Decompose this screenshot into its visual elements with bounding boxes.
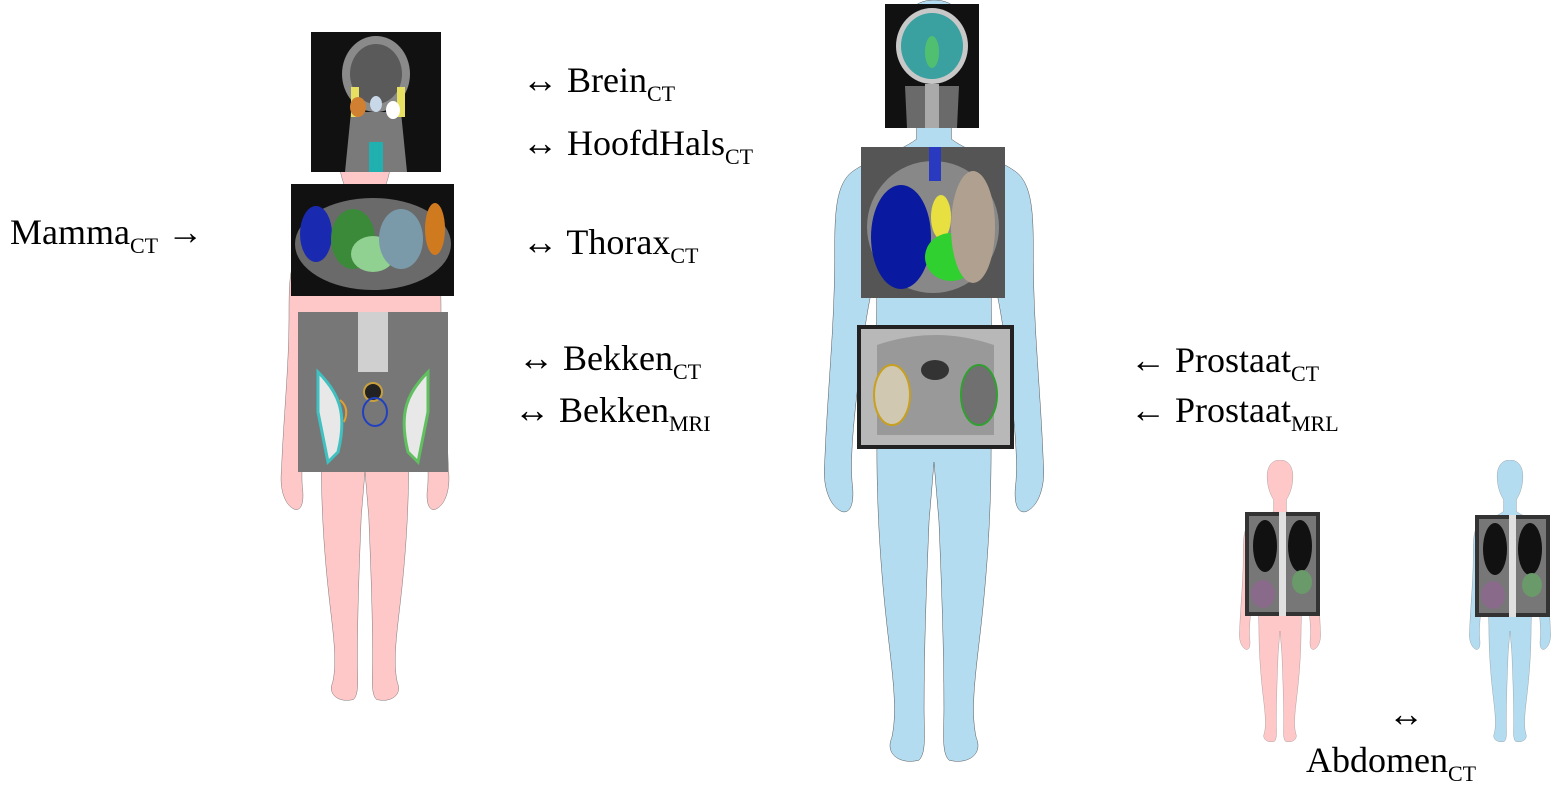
right-arrow-icon: → — [167, 212, 203, 252]
label-text: Abdomen — [1306, 740, 1448, 780]
child-male-abdomen-ct-scan — [1475, 515, 1550, 617]
label-abdomen: AbdomenCT — [1306, 740, 1476, 780]
label-text: Thorax — [566, 222, 670, 262]
label-subscript: MRL — [1291, 411, 1339, 436]
label-subscript: MRI — [669, 411, 711, 436]
label-subscript: CT — [130, 233, 158, 258]
left-arrow-icon: ← — [1130, 340, 1166, 380]
label-bekken-mri: ↔ BekkenMRI — [514, 390, 711, 430]
label-text: Prostaat — [1175, 340, 1291, 380]
label-text: Bekken — [559, 390, 669, 430]
label-subscript: CT — [670, 243, 698, 268]
label-text: Brein — [567, 60, 647, 100]
label-subscript: CT — [673, 359, 701, 384]
label-text: Mamma — [10, 212, 130, 252]
label-text: Prostaat — [1175, 390, 1291, 430]
label-subscript: CT — [725, 144, 753, 169]
label-subscript: CT — [1448, 761, 1476, 786]
label-subscript: CT — [647, 81, 675, 106]
abdomen-bidirectional-arrow-icon: ↔ — [1388, 694, 1424, 734]
label-brein: ↔ BreinCT — [522, 60, 675, 100]
brain-ct-scan — [885, 4, 979, 128]
female-thorax-ct-scan — [291, 184, 454, 296]
bidirectional-arrow-icon: ↔ — [522, 60, 558, 100]
bidirectional-arrow-icon: ↔ — [514, 390, 550, 430]
label-thorax: ↔ ThoraxCT — [522, 222, 698, 262]
label-hoofdhals: ↔ HoofdHalsCT — [522, 123, 753, 163]
label-prostaat-mrl: ← ProstaatMRL — [1130, 390, 1339, 430]
label-mamma: MammaCT → — [10, 212, 203, 252]
label-bekken-ct: ↔ BekkenCT — [518, 338, 701, 378]
label-subscript: CT — [1291, 361, 1319, 386]
left-arrow-icon: ← — [1130, 390, 1166, 430]
label-text: HoofdHals — [567, 123, 725, 163]
female-pelvis-ct-scan — [298, 312, 448, 472]
bidirectional-arrow-icon: ↔ — [518, 338, 554, 378]
bidirectional-arrow-icon: ↔ — [522, 222, 558, 262]
label-text: Bekken — [563, 338, 673, 378]
bidirectional-arrow-icon: ↔ — [522, 123, 558, 163]
label-prostaat-ct: ← ProstaatCT — [1130, 340, 1319, 380]
male-pelvis-mri-scan — [857, 325, 1014, 449]
male-thorax-ct-scan — [861, 147, 1005, 298]
head-neck-ct-scan — [311, 32, 441, 172]
child-female-abdomen-ct-scan — [1245, 512, 1320, 616]
